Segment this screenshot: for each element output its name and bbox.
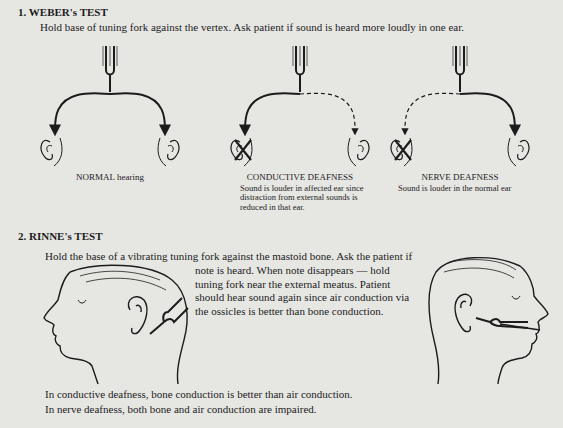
figure-note: Sound is louder in affected ear since di…: [240, 184, 376, 212]
head-profile-left: [44, 265, 187, 384]
weber-figure: [41, 46, 179, 166]
weber-figure: [391, 46, 529, 166]
section-heading: 2. RINNE's TEST: [18, 230, 318, 244]
tuning-fork-mastoid: [150, 298, 188, 334]
instruction-text: Hold the base of a vibrating tuning fork…: [195, 250, 420, 319]
figure-caption: CONDUCTIVE DEAFNESS: [220, 172, 380, 183]
figure-caption: NERVE DEAFNESS: [385, 172, 535, 183]
weber-figure: [231, 46, 369, 166]
tuning-fork-meatus: [476, 318, 540, 330]
head-profile-right: [429, 258, 548, 384]
conclusion-note: In conductive deafness, bone conduction …: [45, 388, 535, 402]
conclusion-note: In nerve deafness, both bone and air con…: [45, 403, 535, 417]
instruction-text: Hold base of tuning fork against the ver…: [18, 21, 548, 35]
figure-caption: NORMAL hearing: [40, 172, 180, 183]
section-heading: 1. WEBER's TEST: [18, 6, 318, 20]
figure-note: Sound is louder in the normal ear: [398, 184, 553, 193]
